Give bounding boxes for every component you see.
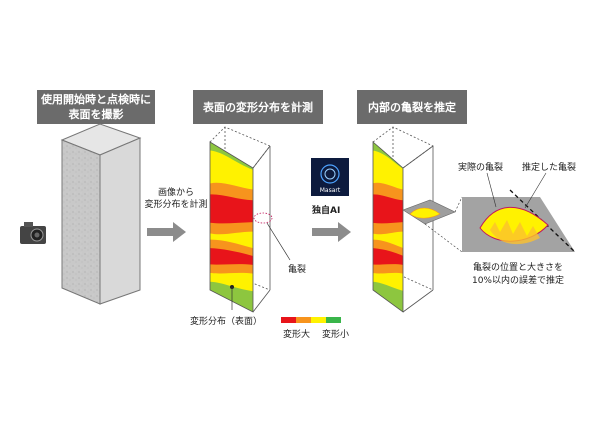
step2-header: 表面の変形分布を計測 — [193, 90, 323, 124]
ai-label: 独自AI — [312, 206, 341, 216]
step1-header: 使用開始時と点検時に 表面を撮影 — [37, 90, 155, 124]
actual-crack-label: 実際の亀裂 — [458, 163, 504, 173]
result-text: 亀裂の位置と大きさを 10%以内の誤差で推定 — [462, 262, 574, 288]
surface-distribution-label: 変形分布（表面） — [190, 317, 263, 327]
camera-icon — [20, 222, 46, 244]
arrow-1 — [147, 222, 186, 242]
step3-header: 内部の亀裂を推定 — [357, 90, 467, 124]
crack-zoom-detail — [424, 172, 576, 253]
arrow1-label-line2: 変形分布を計測 — [144, 200, 208, 210]
result-line2: 10%以内の誤差で推定 — [471, 276, 564, 286]
crack-label: 亀裂 — [288, 265, 307, 275]
concrete-block — [60, 123, 142, 305]
arrow1-label: 画像から 変形分布を計測 — [141, 187, 211, 211]
step3-title: 内部の亀裂を推定 — [368, 100, 456, 114]
legend-small-label: 変形小 — [322, 330, 350, 340]
ai-logo-text: Masart — [320, 187, 341, 194]
arrow1-label-line1: 画像から — [157, 188, 194, 198]
ai-logo-icon: Masart — [311, 158, 349, 196]
deformation-column — [209, 126, 291, 313]
step1-line1: 使用開始時と点検時に — [41, 93, 151, 106]
estimation-column — [372, 126, 456, 313]
step2-title: 表面の変形分布を計測 — [203, 100, 313, 114]
legend-large-label: 変形大 — [283, 330, 311, 340]
estimated-crack-label: 推定した亀裂 — [522, 163, 577, 173]
deformation-legend — [281, 317, 341, 323]
step1-line2: 表面を撮影 — [68, 108, 124, 121]
result-line1: 亀裂の位置と大きさを — [472, 263, 563, 273]
arrow-2 — [312, 222, 351, 242]
